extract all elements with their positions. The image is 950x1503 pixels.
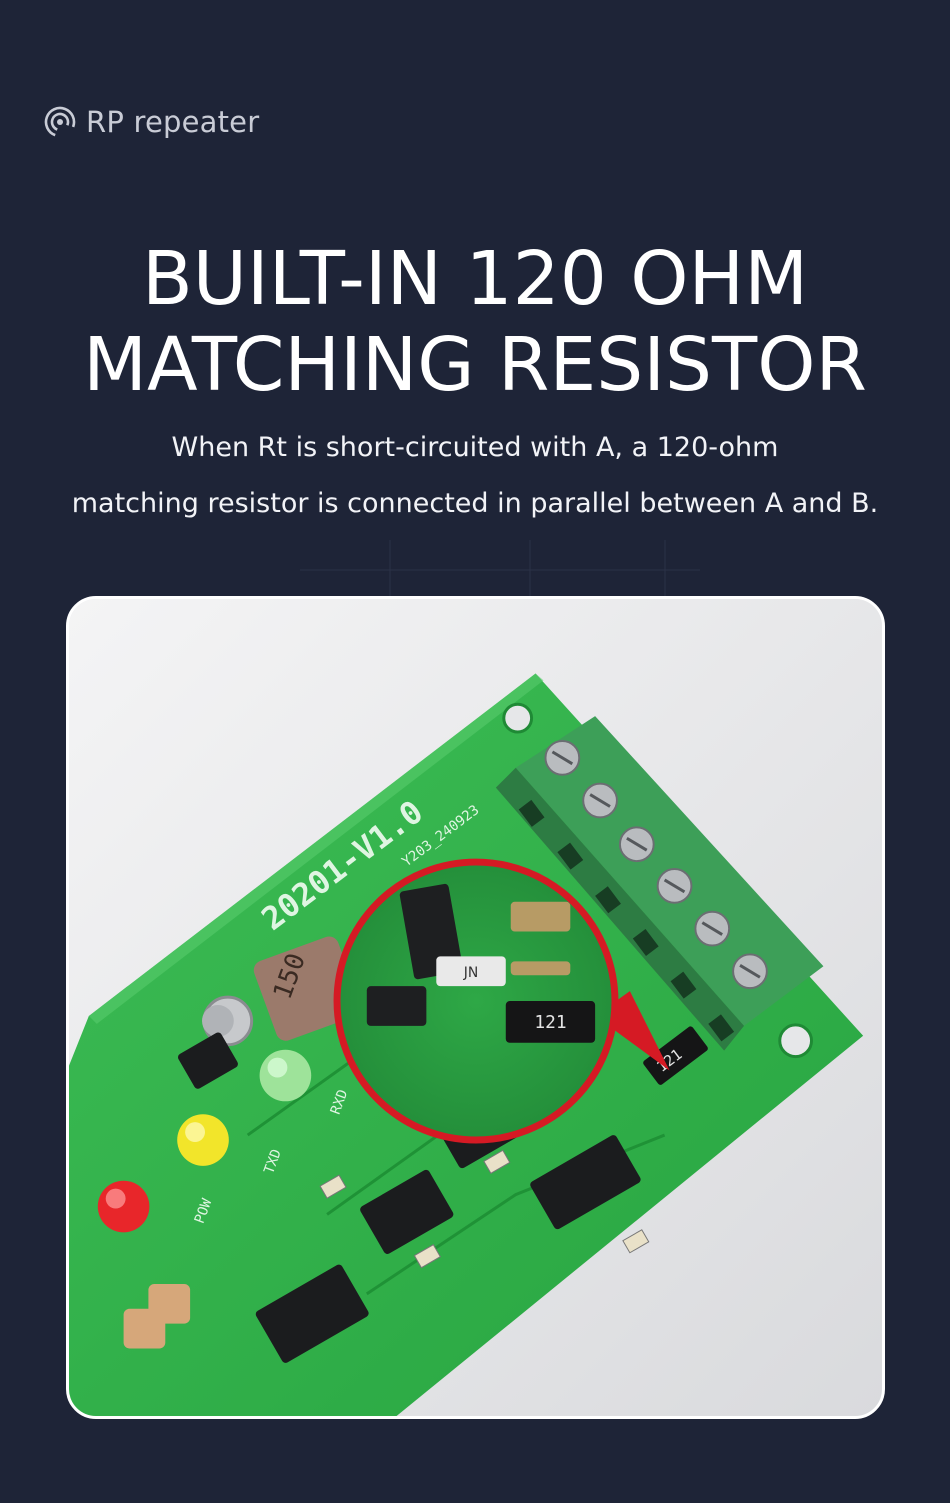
signal-icon	[44, 106, 76, 138]
brand: RP repeater	[42, 104, 259, 140]
zoom-jumper-label: JN	[463, 965, 478, 981]
led-yellow	[177, 1114, 229, 1166]
page-subtitle: When Rt is short-circuited with A, a 120…	[0, 420, 950, 532]
terminal-block	[495, 716, 824, 1051]
subtitle-line-2: matching resistor is connected in parall…	[71, 488, 879, 519]
led-green	[259, 1049, 312, 1102]
background-grid	[300, 540, 700, 600]
smd-components	[123, 1149, 650, 1349]
zoom-resistor-label: 121	[534, 1012, 566, 1033]
page-title: BUILT-IN 120 OHM MATCHING RESISTOR	[0, 236, 950, 408]
pcb-illustration: 20201-V1.0 Y203_240923	[69, 599, 882, 1416]
title-line-1: BUILT-IN 120 OHM	[141, 236, 809, 322]
brand-label: RP repeater	[86, 105, 260, 139]
product-photo: 20201-V1.0 Y203_240923	[66, 596, 885, 1419]
led-red	[97, 1180, 150, 1233]
zoom-callout: JN 121	[333, 858, 670, 1144]
title-line-2: MATCHING RESISTOR	[83, 322, 867, 408]
subtitle-line-1: When Rt is short-circuited with A, a 120…	[171, 432, 779, 463]
